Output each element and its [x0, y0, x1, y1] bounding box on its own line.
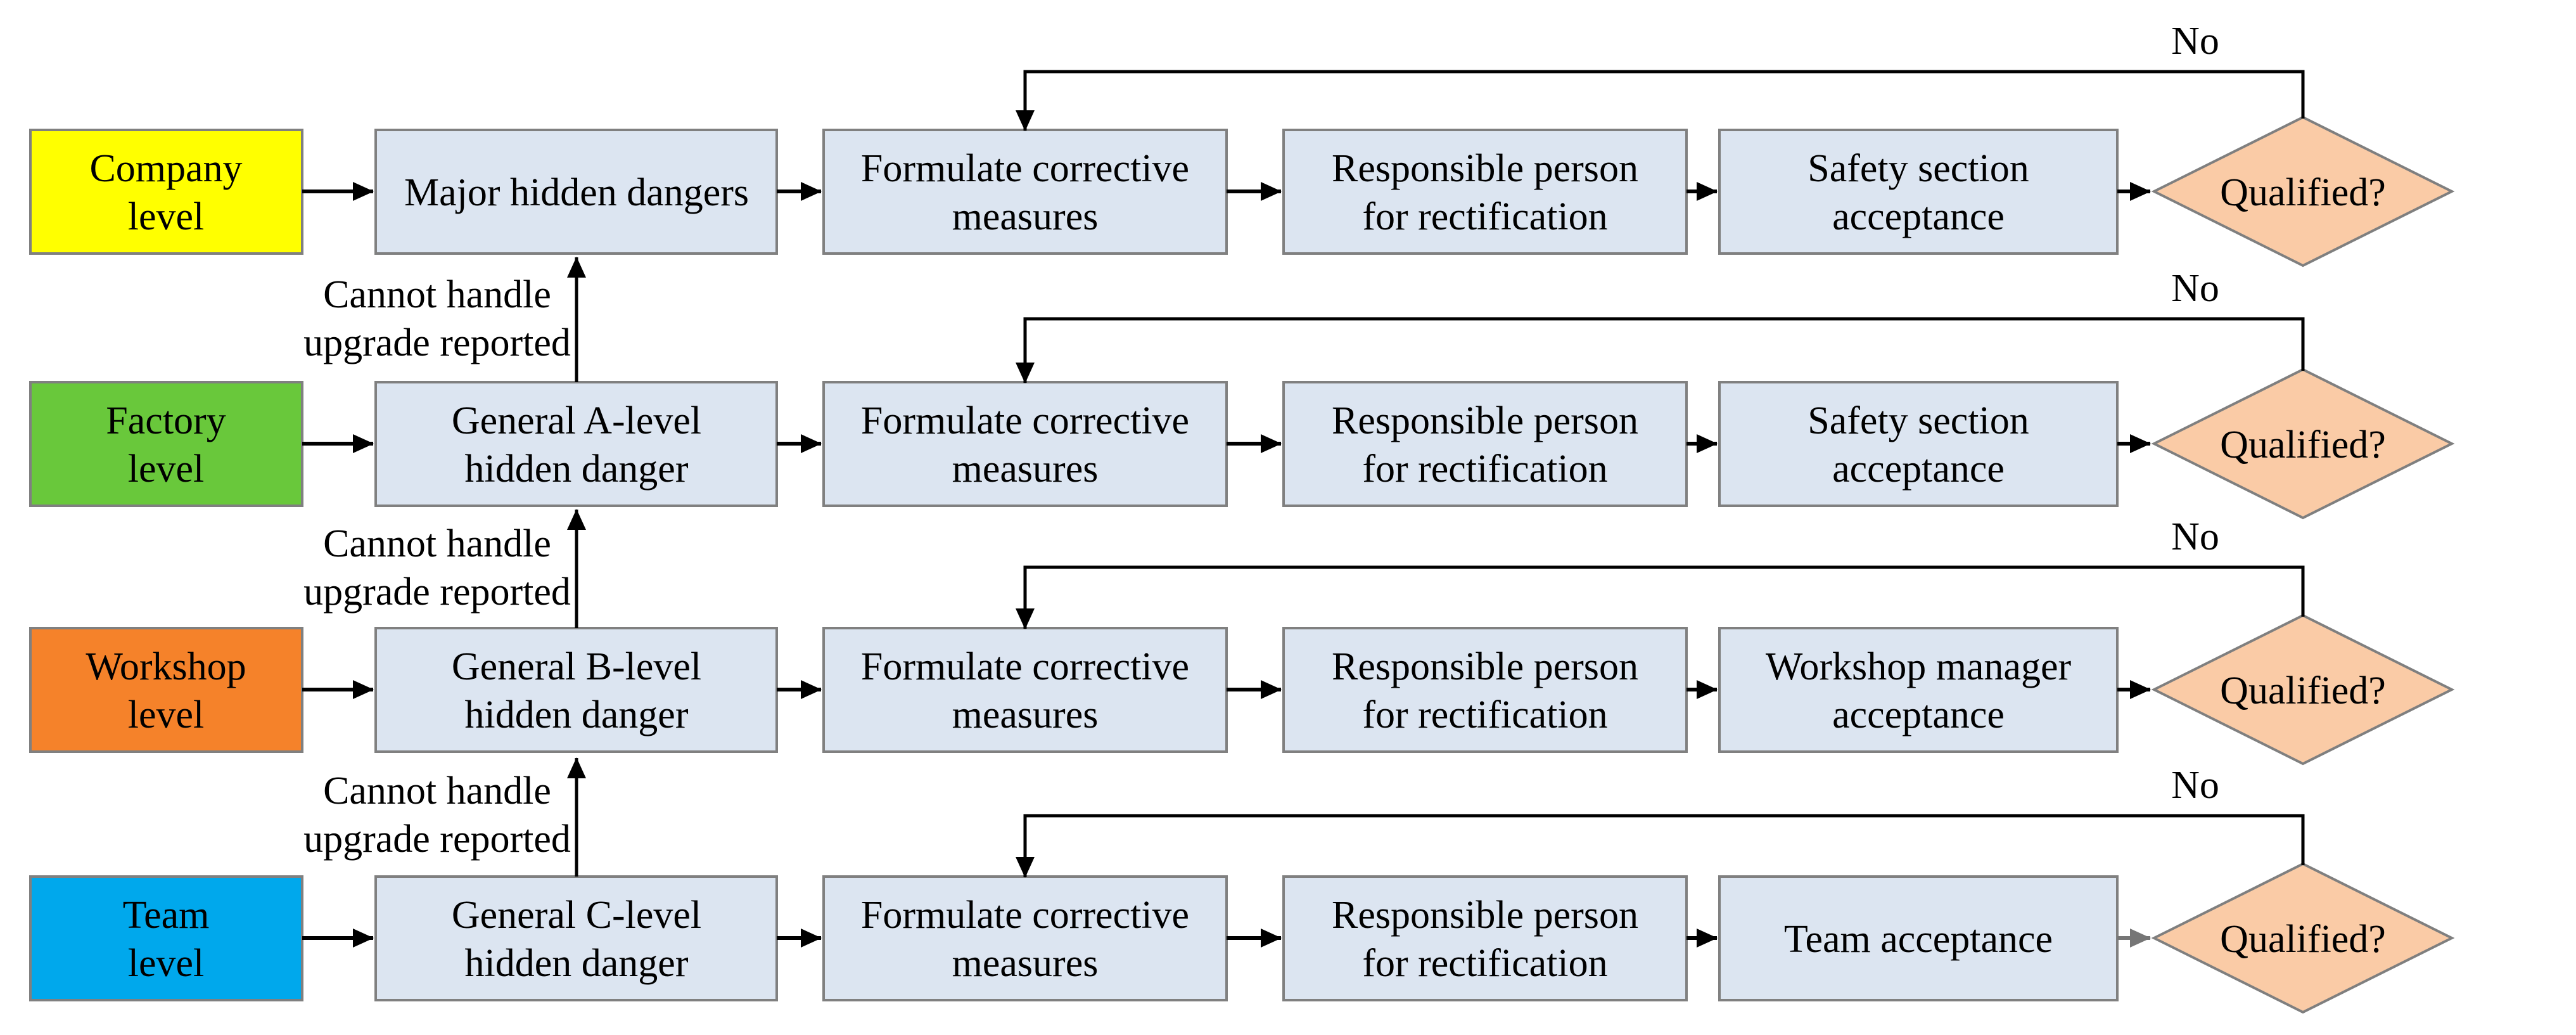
qualified-label-r2: Qualified?: [2220, 423, 2386, 466]
responsible-label-r4-line2: for rectification: [1362, 942, 1607, 985]
general-c-danger-box: [374, 875, 778, 1001]
acceptance-box-r3: [1718, 627, 2119, 753]
factory-level-label-line2: level: [128, 447, 205, 491]
qualified-label-r4: Qualified?: [2220, 918, 2386, 961]
formulate-label-r3-line2: measures: [952, 693, 1099, 736]
formulate-label-r3-line1: Formulate corrective: [861, 645, 1189, 688]
acceptance-label-r2-line2: acceptance: [1832, 447, 2005, 491]
factory-level-box: [29, 381, 303, 507]
row-team: Team level General C-level hidden danger…: [29, 757, 2455, 1014]
upgrade-label-3-line1: Cannot handle: [323, 769, 551, 813]
general-a-danger-box: [374, 381, 778, 507]
responsible-label-r1-line2: for rectification: [1362, 195, 1607, 238]
responsible-label-r3-line2: for rectification: [1362, 693, 1607, 736]
no-loop-arrow-r2: [1016, 317, 2305, 383]
company-level-label-line1: Company: [89, 147, 242, 190]
no-label-r3: No: [2171, 515, 2219, 558]
general-c-danger-label-line1: General C-level: [452, 894, 701, 937]
acceptance-box-r2: [1718, 381, 2119, 507]
acceptance-label-r3-line2: acceptance: [1832, 693, 2005, 736]
formulate-box-r1: [822, 129, 1228, 255]
qualified-diamond-r3: [2151, 614, 2455, 766]
no-loop-arrow-r1: [1016, 70, 2305, 131]
workshop-level-box: [29, 627, 303, 753]
workshop-level-label-line1: Workshop: [86, 645, 246, 688]
team-level-label-line1: Team: [123, 894, 210, 937]
responsible-box-r3: [1282, 627, 1688, 753]
no-loop-arrow-r3: [1016, 565, 2305, 629]
qualified-label-r3: Qualified?: [2220, 669, 2386, 712]
no-label-r4: No: [2171, 764, 2219, 807]
upgrade-label-2-line1: Cannot handle: [323, 522, 551, 565]
responsible-label-r3-line1: Responsible person: [1332, 645, 1638, 688]
qualified-diamond-r1: [2151, 115, 2455, 267]
qualified-label-r1: Qualified?: [2220, 171, 2386, 214]
responsible-label-r4-line1: Responsible person: [1332, 894, 1638, 937]
formulate-box-r2: [822, 381, 1228, 507]
team-level-label-line2: level: [128, 942, 205, 985]
responsible-label-r2-line2: for rectification: [1362, 447, 1607, 491]
company-level-box: [29, 129, 303, 255]
formulate-label-r1-line2: measures: [952, 195, 1099, 238]
general-a-danger-label-line1: General A-level: [452, 399, 701, 442]
acceptance-label-r1-line1: Safety section: [1808, 147, 2029, 190]
row-workshop: Workshop level General B-level hidden da…: [29, 509, 2455, 766]
formulate-label-r4-line1: Formulate corrective: [861, 894, 1189, 937]
upgrade-label-1-line1: Cannot handle: [323, 273, 551, 316]
responsible-box-r1: [1282, 129, 1688, 255]
responsible-box-r2: [1282, 381, 1688, 507]
responsible-label-r1-line1: Responsible person: [1332, 147, 1638, 190]
general-a-danger-label-line2: hidden danger: [465, 447, 689, 491]
upgrade-label-1-line2: upgrade reported: [303, 321, 571, 364]
factory-level-label-line1: Factory: [106, 399, 226, 442]
formulate-label-r2-line2: measures: [952, 447, 1099, 491]
responsible-label-r2-line1: Responsible person: [1332, 399, 1638, 442]
formulate-box-r3: [822, 627, 1228, 753]
upgrade-label-2-line2: upgrade reported: [303, 570, 571, 614]
qualified-diamond-r2: [2151, 368, 2455, 520]
row-company: Company level Major hidden dangers Formu…: [29, 20, 2455, 267]
general-c-danger-label-line2: hidden danger: [465, 942, 689, 985]
no-label-r2: No: [2171, 267, 2219, 310]
upgrade-label-3-line2: upgrade reported: [303, 818, 571, 861]
acceptance-label-r4: Team acceptance: [1784, 918, 2053, 961]
formulate-label-r4-line2: measures: [952, 942, 1099, 985]
company-level-label-line2: level: [128, 195, 205, 238]
no-loop-arrow-r4: [1016, 814, 2305, 878]
acceptance-box-r4: [1718, 875, 2119, 1001]
row-factory: Factory level General A-level hidden dan…: [29, 257, 2455, 520]
acceptance-box-r1: [1718, 129, 2119, 255]
general-b-danger-label-line2: hidden danger: [465, 693, 689, 736]
formulate-label-r1-line1: Formulate corrective: [861, 147, 1189, 190]
major-hidden-dangers-box: [374, 129, 778, 255]
acceptance-label-r2-line1: Safety section: [1808, 399, 2029, 442]
acceptance-label-r3-line1: Workshop manager: [1766, 645, 2072, 688]
general-b-danger-label-line1: General B-level: [452, 645, 701, 688]
acceptance-label-r1-line2: acceptance: [1832, 195, 2005, 238]
qualified-diamond-r4: [2151, 862, 2455, 1014]
formulate-label-r2-line1: Formulate corrective: [861, 399, 1189, 442]
workshop-level-label-line2: level: [128, 693, 205, 736]
no-label-r1: No: [2171, 20, 2219, 63]
general-b-danger-box: [374, 627, 778, 753]
major-hidden-dangers-label: Major hidden dangers: [404, 171, 749, 214]
